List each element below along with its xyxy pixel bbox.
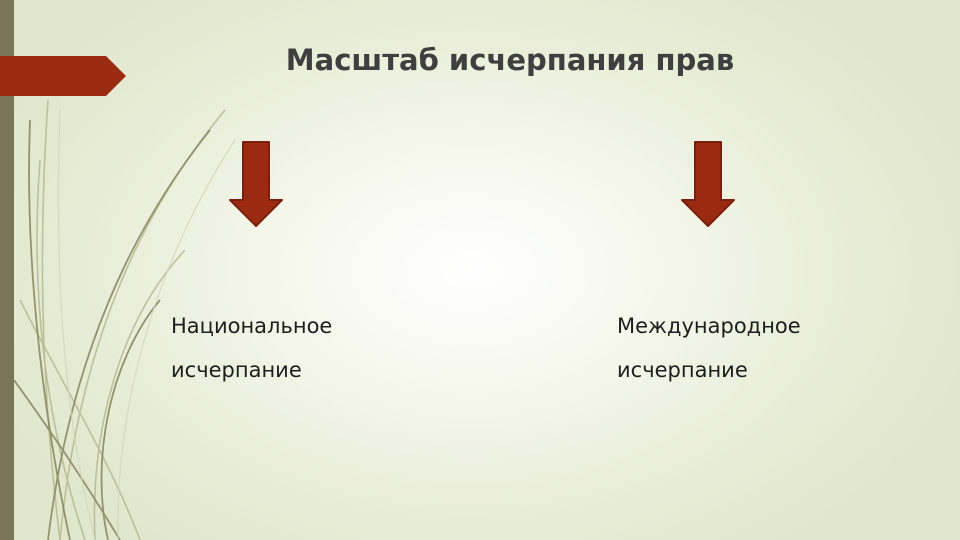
international-exhaustion-line2: исчерпание: [617, 358, 748, 382]
arrow-down-icon: [229, 141, 283, 227]
arrow-down-icon: [681, 141, 735, 227]
national-exhaustion-line1: Национальное: [171, 314, 333, 338]
left-band-decoration: [0, 0, 14, 540]
title-tab-marker: [0, 56, 126, 96]
national-exhaustion-line2: исчерпание: [171, 358, 302, 382]
decorative-grass-lines: [13, 99, 236, 540]
national-exhaustion-label: Национальное исчерпание: [171, 304, 431, 392]
international-exhaustion-line1: Международное: [617, 314, 801, 338]
slide-title: Масштаб исчерпания прав: [285, 43, 735, 77]
international-exhaustion-label: Международное исчерпание: [617, 304, 877, 392]
